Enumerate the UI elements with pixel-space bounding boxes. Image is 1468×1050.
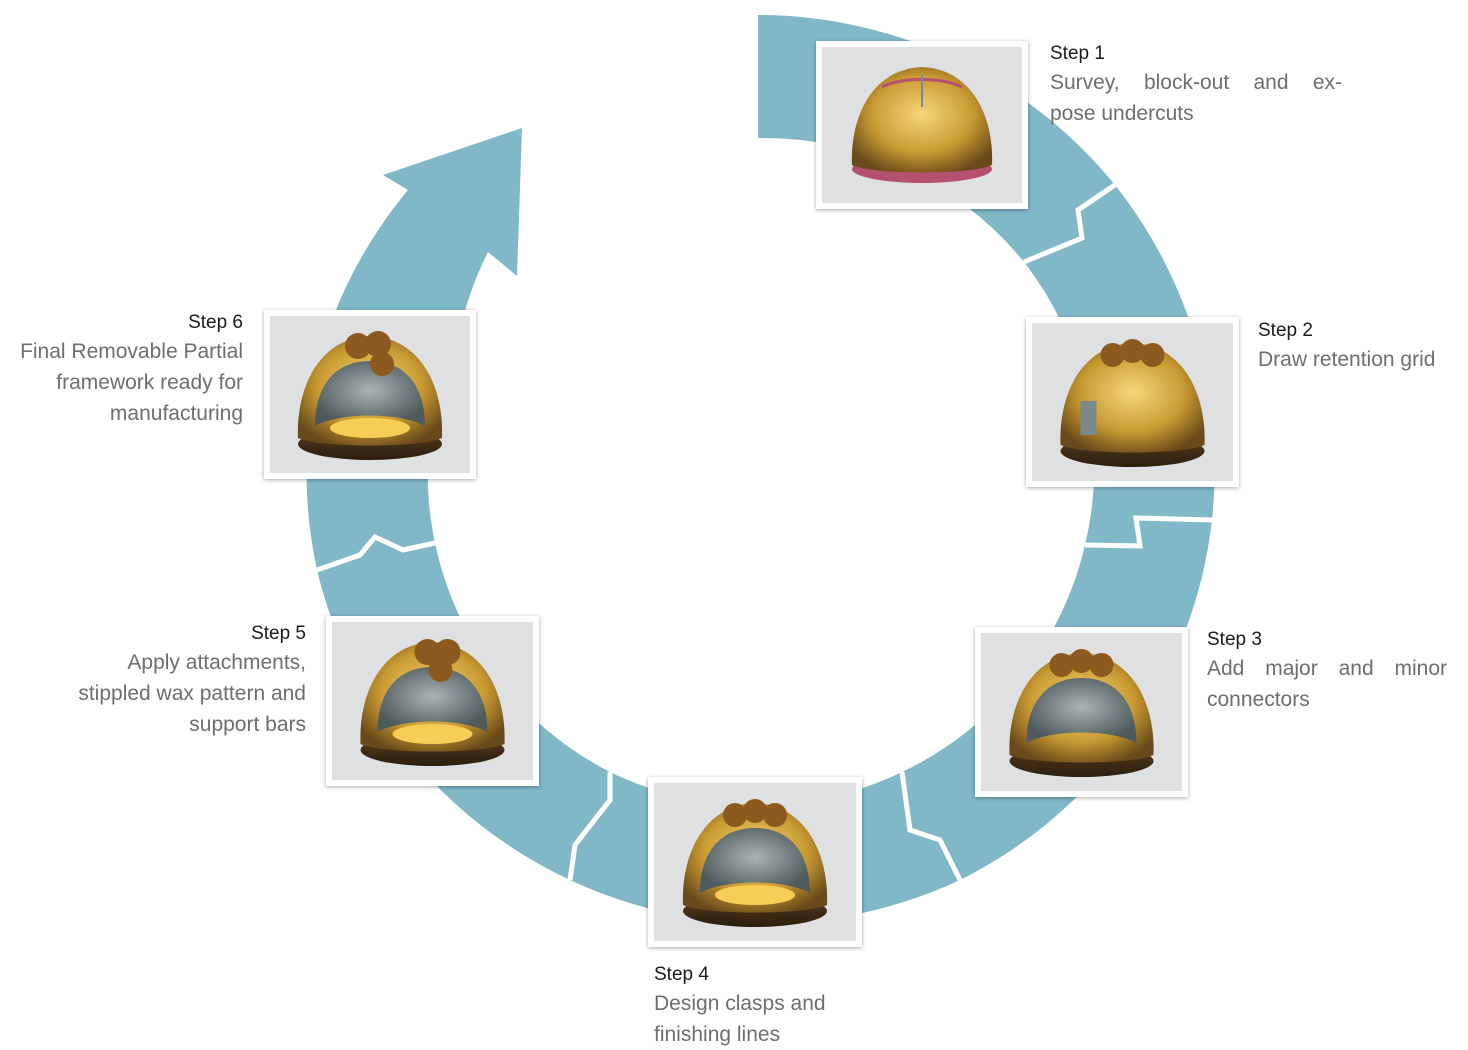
step-description: support bars <box>189 713 306 736</box>
step-description: manufacturing <box>109 402 243 425</box>
dental-model-surveyed-icon <box>851 67 993 183</box>
step-description: finishing lines <box>654 1023 781 1046</box>
step-4-image-card <box>648 777 862 947</box>
dental-model-clasps-icon <box>682 799 828 927</box>
dental-model-connectors-icon <box>1009 649 1154 777</box>
step-6-label: Step 6 Final Removable Partial framework… <box>0 310 243 429</box>
step-title: Step 2 <box>1258 320 1313 341</box>
step-4-label: Step 4 Design clasps and finishing lines <box>654 962 894 1050</box>
step-description: Apply attachments, <box>127 651 306 674</box>
step-1-label: Step 1 Survey, block-out and ex- pose un… <box>1050 41 1350 129</box>
step-description: Design clasps and <box>654 992 826 1015</box>
dental-model-framework-icon <box>297 331 443 460</box>
step-description: Draw retention grid <box>1258 348 1436 371</box>
step-3-label: Step 3 Add major and minor connectors <box>1207 627 1447 715</box>
step-description: Survey, block-out and ex- <box>1050 71 1342 94</box>
step-description: stippled wax pattern and <box>78 682 306 705</box>
step-title: Step 6 <box>188 312 243 333</box>
step-title: Step 3 <box>1207 629 1262 650</box>
step-1-image-card <box>816 41 1028 209</box>
step-description: framework ready for <box>56 371 243 394</box>
step-description: connectors <box>1207 688 1310 711</box>
step-title: Step 4 <box>654 964 709 985</box>
step-5-label: Step 5 Apply attachments, stippled wax p… <box>20 621 306 740</box>
step-5-image-card <box>326 616 539 786</box>
step-description: Add major and minor <box>1207 657 1447 680</box>
step-3-image-card <box>975 627 1188 797</box>
step-title: Step 1 <box>1050 43 1105 64</box>
dental-model-attachments-icon <box>360 639 505 766</box>
step-title: Step 5 <box>251 623 306 644</box>
step-2-label: Step 2 Draw retention grid <box>1258 318 1468 375</box>
step-6-image-card <box>264 310 476 479</box>
dental-model-retention-grid-icon <box>1060 339 1205 467</box>
step-description: pose undercuts <box>1050 102 1194 125</box>
step-2-image-card <box>1026 317 1239 487</box>
step-description: Final Removable Partial <box>20 340 243 363</box>
